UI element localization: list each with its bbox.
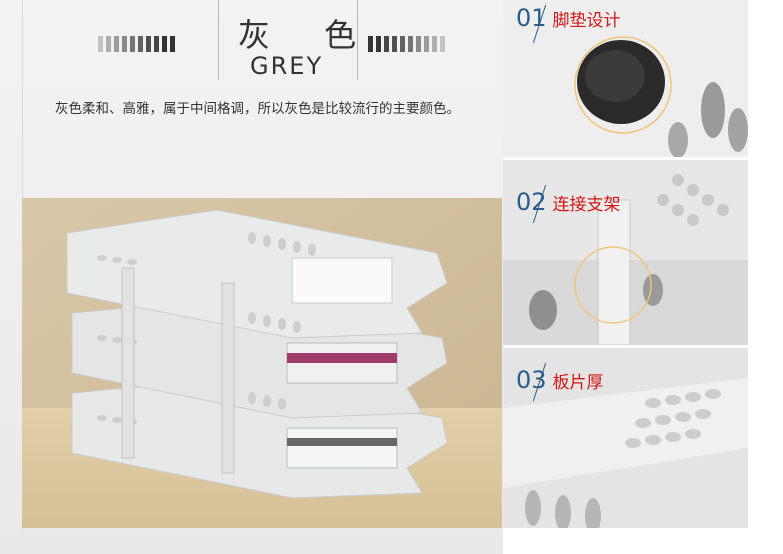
thick-plate-illustration <box>503 348 748 528</box>
feature-panel-1: 01 脚垫设计 <box>503 0 748 157</box>
feature-label-2: 02 连接支架 <box>516 188 621 216</box>
color-title-zh: 灰 色 <box>238 16 379 54</box>
foot-pad-illustration <box>503 0 748 157</box>
feature-panel-3: 03 板片厚 <box>503 348 748 528</box>
right-decorative-bars <box>368 36 445 52</box>
title-divider-left <box>218 0 219 80</box>
color-description: 灰色柔和、高雅，属于中间格调，所以灰色是比较流行的主要颜色。 <box>55 101 460 117</box>
feature-number-2: 02 <box>516 188 547 216</box>
color-intro-section: 灰 色 GREY 灰色柔和、高雅，属于中间格调，所以灰色是比较流行的主要颜色。 <box>0 0 503 554</box>
connector-bracket-illustration <box>503 160 748 345</box>
feature-panels: 01 脚垫设计 02 连接支架 <box>503 0 783 554</box>
file-tray-illustration <box>22 198 502 528</box>
left-decorative-bars <box>98 36 175 52</box>
feature-text-3: 板片厚 <box>552 373 604 393</box>
product-photo <box>22 198 502 528</box>
feature-panel-2: 02 连接支架 <box>503 160 748 345</box>
feature-label-1: 01 脚垫设计 <box>516 4 621 32</box>
feature-label-3: 03 板片厚 <box>516 366 604 394</box>
feature-number-1: 01 <box>516 4 547 32</box>
color-title-en: GREY <box>250 52 324 80</box>
title-divider-right <box>357 0 358 80</box>
feature-text-1: 脚垫设计 <box>552 11 621 31</box>
feature-number-3: 03 <box>516 366 547 394</box>
feature-text-2: 连接支架 <box>552 195 621 215</box>
